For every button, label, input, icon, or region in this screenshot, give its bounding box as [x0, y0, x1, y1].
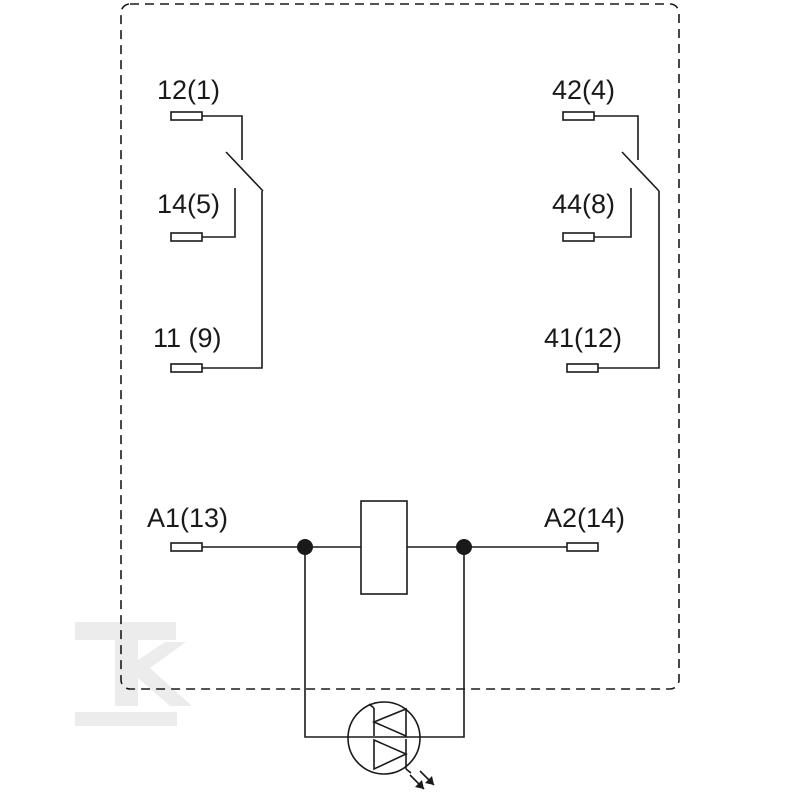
terminal-label-42: 42(4) [552, 75, 615, 105]
wire-11 [202, 191, 263, 369]
wire-41 [598, 191, 660, 369]
coil-circuit: A1(13) A2(14) [147, 500, 625, 738]
terminal-44 [562, 232, 595, 242]
switch-blade-1 [225, 151, 264, 192]
terminal-label-44: 44(8) [552, 189, 615, 219]
contact-group-4: 42(4) 44(8) 41(12) [544, 75, 660, 373]
terminal-label-a1: A1(13) [147, 503, 228, 533]
terminal-41 [566, 363, 599, 373]
terminal-label-a2: A2(14) [544, 503, 625, 533]
wire-44 [594, 188, 632, 238]
wire-led-right [420, 547, 465, 738]
wire-42 [594, 115, 639, 160]
wire-14 [202, 188, 236, 238]
led-diode-indicator-icon [347, 701, 435, 790]
contact-group-1: 12(1) 14(5) 11 (9) [153, 75, 264, 373]
terminal-label-11: 11 (9) [153, 323, 222, 353]
terminal-a1 [170, 542, 203, 552]
terminal-14 [170, 232, 203, 242]
terminal-a2 [566, 542, 599, 552]
terminal-12 [170, 111, 203, 121]
terminal-42 [562, 111, 595, 121]
terminal-label-12: 12(1) [157, 75, 220, 105]
brand-watermark [75, 622, 192, 726]
wire-led-left [304, 547, 348, 738]
switch-blade-4 [621, 151, 660, 192]
relay-enclosure [120, 3, 680, 690]
terminal-label-41: 41(12) [544, 323, 622, 353]
wire-12 [202, 115, 243, 160]
relay-coil-icon [360, 500, 408, 595]
terminal-11 [170, 363, 203, 373]
terminal-label-14: 14(5) [157, 189, 220, 219]
